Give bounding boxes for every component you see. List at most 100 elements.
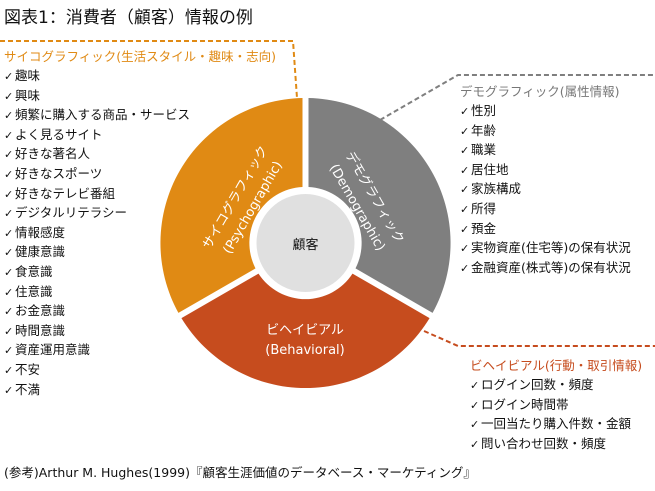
check-icon: ✓ (4, 246, 14, 260)
demographic-list: ✓性別✓年齢✓職業✓居住地✓家族構成✓所得✓預金✓実物資産(住宅等)の保有状況✓… (460, 101, 631, 277)
check-icon: ✓ (4, 148, 14, 162)
list-item-text: 金融資産(株式等)の保有状況 (471, 259, 631, 275)
list-item-text: 趣味 (15, 68, 41, 83)
list-item: ✓家族構成 (460, 179, 631, 199)
list-item: ✓性別 (460, 101, 631, 121)
list-item: ✓よく見るサイト (4, 125, 190, 145)
list-item-text: ログイン時間帯 (481, 396, 569, 412)
check-icon: ✓ (4, 305, 14, 319)
check-icon: ✓ (4, 70, 14, 83)
check-icon: ✓ (4, 109, 14, 123)
list-item: ✓好きな著名人 (4, 144, 190, 164)
list-item-text: ログイン回数・頻度 (481, 377, 594, 392)
check-icon: ✓ (4, 383, 14, 397)
psychographic-segment (160, 98, 303, 313)
list-item: ✓健康意識 (4, 242, 190, 262)
list-item-text: 性別 (471, 103, 497, 118)
check-icon: ✓ (4, 89, 14, 103)
list-item-text: 好きなテレビ番組 (15, 185, 116, 201)
list-item: ✓お金意識 (4, 301, 190, 321)
list-item: ✓ログイン回数・頻度 (470, 375, 631, 395)
check-icon: ✓ (4, 285, 14, 299)
check-icon: ✓ (4, 265, 14, 279)
demographic-segment (308, 98, 451, 313)
check-icon: ✓ (470, 418, 480, 432)
list-item-text: お金意識 (15, 303, 66, 319)
list-item: ✓興味 (4, 86, 190, 106)
check-icon: ✓ (460, 105, 470, 118)
list-item-text: 不安 (15, 361, 41, 377)
list-item-text: デジタルリテラシー (15, 205, 128, 221)
list-item: ✓実物資産(住宅等)の保有状況 (460, 238, 631, 258)
check-icon: ✓ (4, 344, 14, 358)
behavioral-label-en: (Behavioral) (265, 343, 345, 358)
behavioral-segment-label: ビヘイビアル (Behavioral) (235, 321, 375, 361)
list-item: ✓時間意識 (4, 321, 190, 341)
list-item: ✓住意識 (4, 282, 190, 302)
check-icon: ✓ (4, 226, 14, 240)
check-icon: ✓ (4, 167, 14, 181)
check-icon: ✓ (460, 124, 470, 138)
list-item-text: 問い合わせ回数・頻度 (481, 435, 607, 451)
figure-title: 図表1：消費者（顧客）情報の例 (4, 8, 253, 28)
list-item-text: 家族構成 (471, 181, 522, 197)
check-icon: ✓ (460, 261, 470, 275)
list-item: ✓頻繁に購入する商品・サービス (4, 105, 190, 125)
center-label: 顧客 (292, 238, 319, 253)
behavioral-list: ✓ログイン回数・頻度✓ログイン時間帯✓一回当たり購入件数・金額✓問い合わせ回数・… (470, 375, 631, 453)
list-item-text: よく見るサイト (15, 126, 103, 142)
check-icon: ✓ (4, 363, 14, 377)
list-item: ✓居住地 (460, 160, 631, 180)
list-item-text: 所得 (471, 200, 497, 216)
demographic-heading: デモグラフィック(属性情報) (460, 84, 620, 99)
list-item-text: 一回当たり購入件数・金額 (481, 416, 632, 432)
list-item: ✓所得 (460, 199, 631, 219)
check-icon: ✓ (460, 183, 470, 197)
list-item-text: 居住地 (471, 161, 509, 177)
check-icon: ✓ (460, 222, 470, 236)
list-item-text: 預金 (471, 220, 497, 236)
check-icon: ✓ (460, 242, 470, 256)
demographic-connector (379, 74, 655, 121)
list-item: ✓好きなスポーツ (4, 164, 190, 184)
list-item-text: 資産運用意識 (15, 342, 91, 358)
check-icon: ✓ (4, 128, 14, 142)
list-item: ✓一回当たり購入件数・金額 (470, 414, 631, 434)
list-item-text: 時間意識 (15, 322, 66, 338)
psychographic-connector (0, 40, 298, 99)
list-item-text: 年齢 (471, 122, 497, 138)
list-item: ✓問い合わせ回数・頻度 (470, 434, 631, 454)
list-item-text: 好きな著名人 (15, 146, 91, 162)
check-icon: ✓ (460, 144, 470, 158)
list-item-text: 職業 (471, 142, 497, 158)
list-item: ✓情報感度 (4, 223, 190, 243)
list-item: ✓資産運用意識 (4, 340, 190, 360)
list-item-text: 好きなスポーツ (15, 165, 103, 181)
list-item: ✓不満 (4, 380, 190, 400)
list-item-text: 健康意識 (15, 244, 66, 260)
list-item-text: 興味 (15, 87, 41, 103)
list-item: ✓不安 (4, 360, 190, 380)
list-item: ✓職業 (460, 140, 631, 160)
behavioral-segment (181, 273, 430, 389)
list-item: ✓預金 (460, 219, 631, 239)
check-icon: ✓ (470, 379, 480, 392)
list-item: ✓年齢 (460, 121, 631, 141)
list-item: ✓ログイン時間帯 (470, 395, 631, 415)
behavioral-connector (423, 330, 655, 347)
list-item: ✓好きなテレビ番組 (4, 184, 190, 204)
list-item-text: 情報感度 (15, 224, 66, 240)
check-icon: ✓ (460, 163, 470, 177)
list-item-text: 頻繁に購入する商品・サービス (15, 107, 191, 123)
check-icon: ✓ (470, 398, 480, 412)
behavioral-heading: ビヘイビアル(行動・取引情報) (470, 358, 643, 373)
check-icon: ✓ (470, 437, 480, 451)
reference-citation: (参考)Arthur M. Hughes(1999)『顧客生涯価値のデータベース… (4, 465, 476, 480)
check-icon: ✓ (4, 207, 14, 221)
list-item: ✓デジタルリテラシー (4, 203, 190, 223)
list-item-text: 食意識 (15, 263, 53, 279)
behavioral-label-jp: ビヘイビアル (266, 323, 344, 338)
list-item: ✓金融資産(株式等)の保有状況 (460, 258, 631, 278)
list-item: ✓食意識 (4, 262, 190, 282)
